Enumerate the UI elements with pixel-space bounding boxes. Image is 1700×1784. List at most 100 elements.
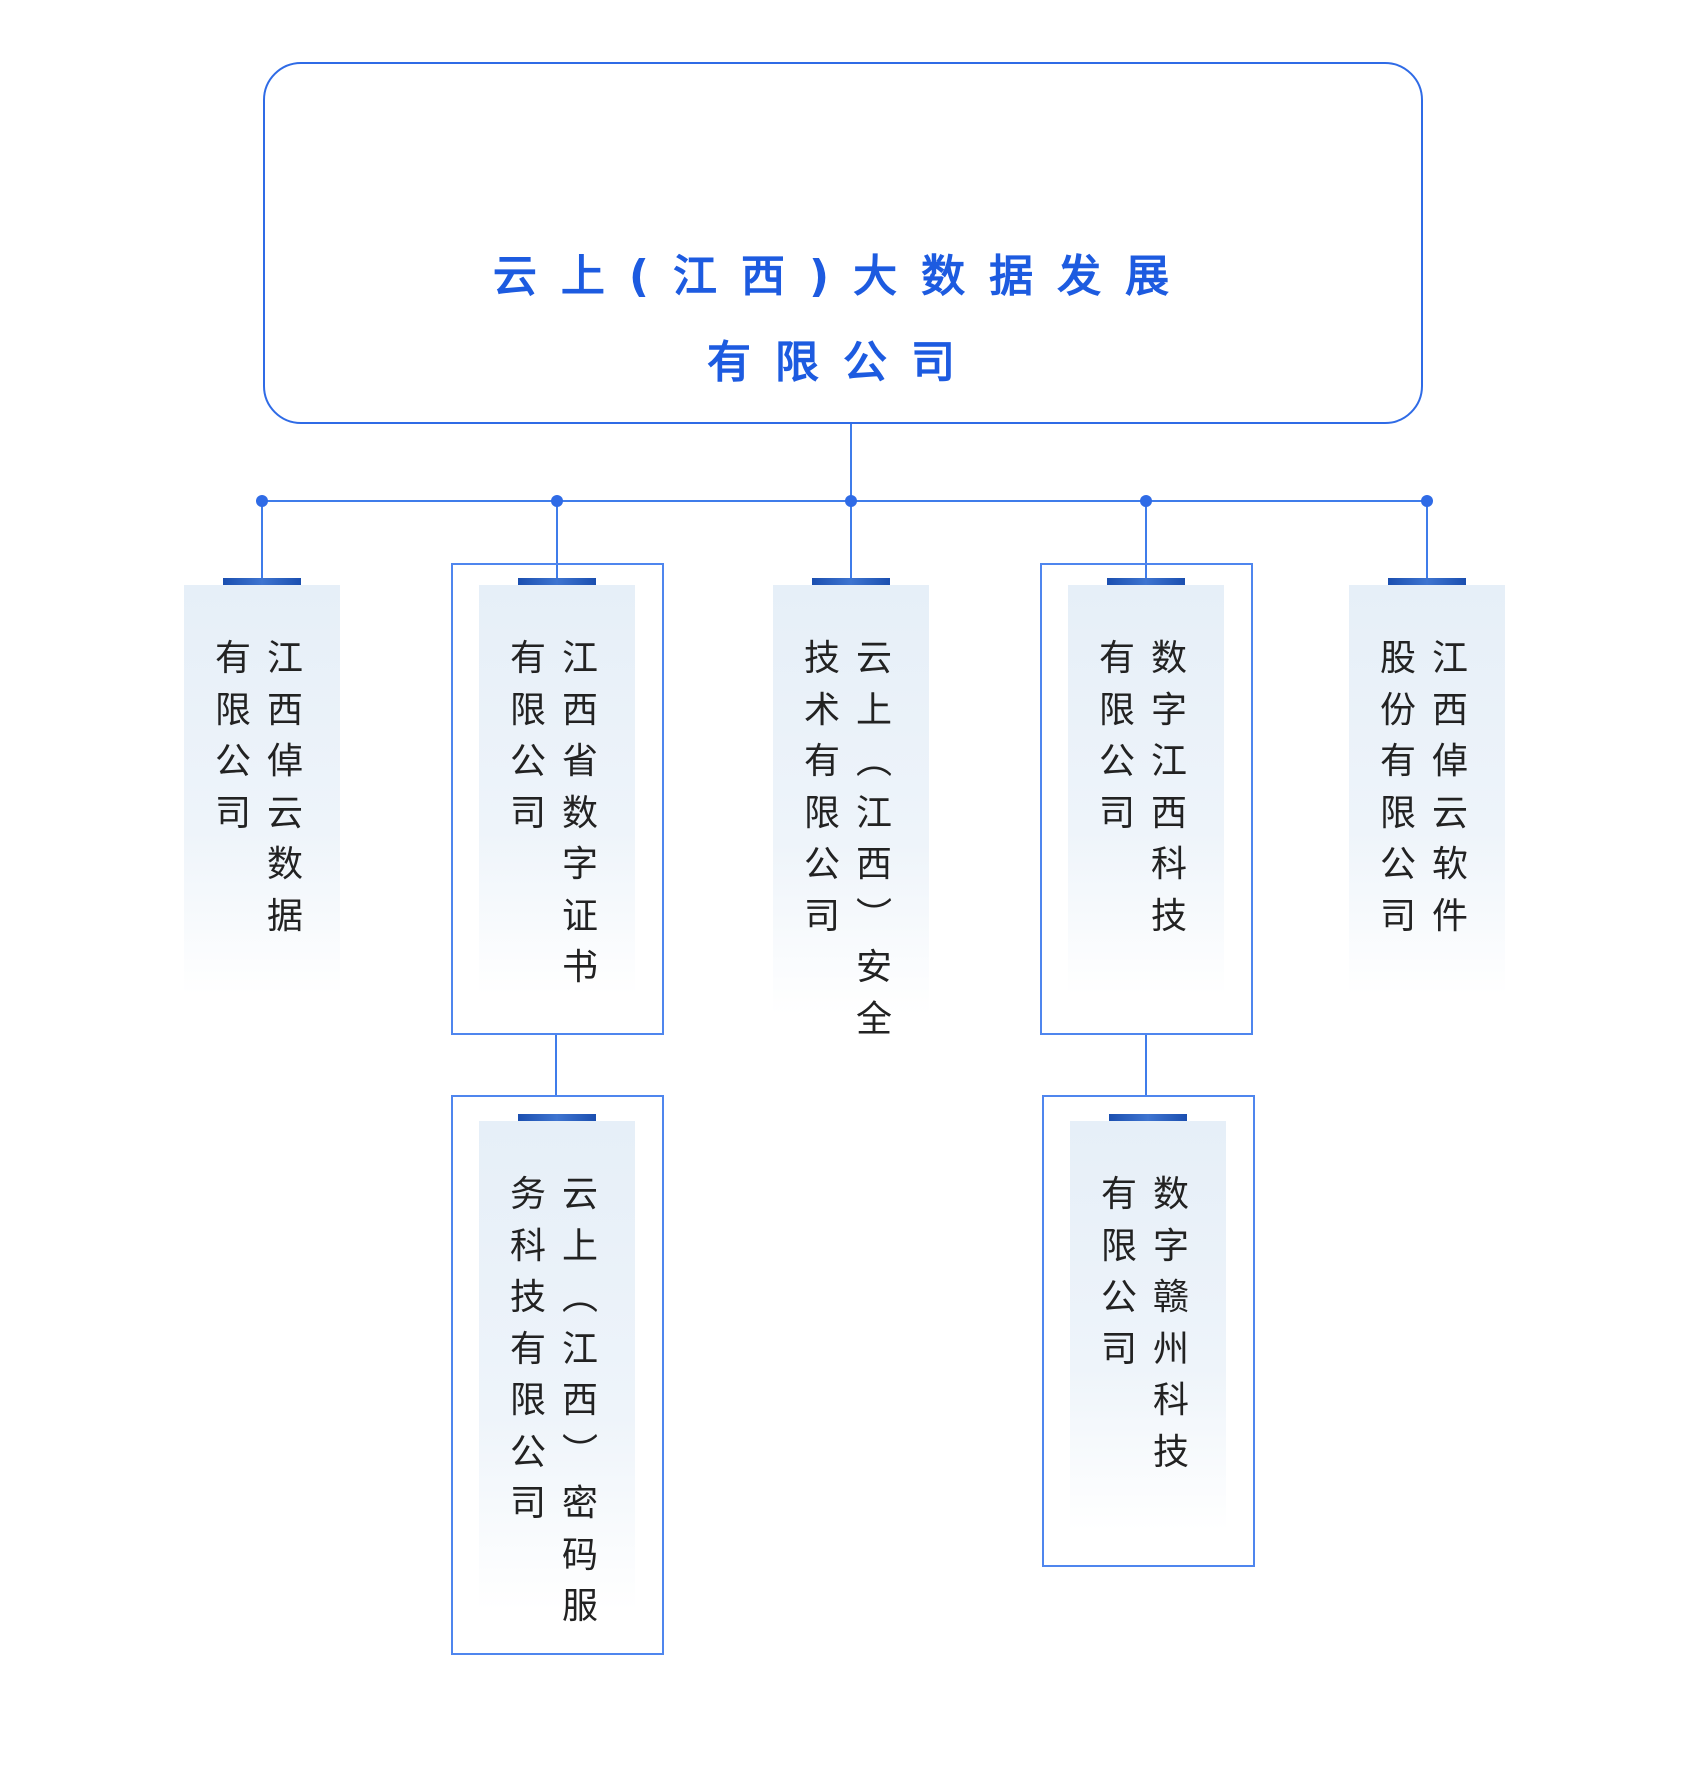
frame-n2: [451, 563, 664, 1035]
node-card-n1: 江西倬云数据 有限公司: [184, 578, 340, 995]
node-char: 有: [1098, 638, 1135, 679]
node-char: 密: [561, 1483, 598, 1524]
root-node: 云上(江西)大数据发展 有限公司: [263, 62, 1423, 424]
node-char: 云: [266, 792, 303, 834]
node-char: 公: [509, 1431, 546, 1473]
node-text-col1: 江西省数字证书: [557, 633, 603, 994]
node-char: 限: [214, 689, 251, 731]
card-accent-bar: [518, 1114, 596, 1121]
node-char: 公: [803, 844, 840, 885]
frame-n4: [1040, 563, 1253, 1035]
node-char: 字: [561, 844, 598, 885]
node-char: 江: [561, 1328, 598, 1370]
node-char: 件: [1431, 895, 1468, 937]
node-text-col2: 务科技有限公司: [505, 1169, 551, 1530]
node-char: 西: [1431, 689, 1468, 731]
node-char: 书: [561, 947, 598, 988]
node-char: 证: [561, 895, 598, 937]
node-text-col1: 江西倬云软件: [1427, 633, 1473, 942]
node-text-col2: 技术有限公司: [799, 633, 845, 942]
node-char: 倬: [1431, 741, 1468, 782]
node-char: 技: [803, 638, 840, 679]
card-accent-bar: [223, 578, 301, 585]
node-text-col2: 有限公司: [505, 633, 551, 839]
frame-n6: [451, 1095, 664, 1655]
junction-dot: [1421, 495, 1433, 507]
node-text-col1: 江西倬云数据: [262, 633, 308, 942]
node-char: 江: [1150, 741, 1187, 782]
node-char: 限: [803, 792, 840, 834]
node-char: 云: [855, 638, 892, 679]
node-char: 江: [855, 792, 892, 834]
node-char: 数: [1152, 1174, 1189, 1215]
node-card-n7: 数字赣州科技 有限公司: [1070, 1114, 1226, 1531]
card-accent-bar: [1107, 578, 1185, 585]
node-text-col2: 有限公司: [1094, 633, 1140, 839]
node-char: 软: [1431, 844, 1468, 885]
node-char: 务: [509, 1174, 546, 1215]
node-char: 安: [855, 947, 892, 988]
node-char: 公: [1379, 844, 1416, 885]
node-text-col1: 数字江西科技: [1146, 633, 1192, 942]
node-char: 公: [1100, 1277, 1137, 1318]
node-char: 公: [214, 741, 251, 782]
node-char: 字: [1150, 689, 1187, 731]
node-char: 限: [509, 689, 546, 731]
node-card-n3: 云上︵江西︶安全 技术有限公司: [773, 578, 929, 1040]
node-char: 全: [855, 998, 892, 1040]
node-text-col1: 云上︵江西︶密码服: [557, 1169, 603, 1633]
node-char: 码: [561, 1534, 598, 1576]
node-char: 州: [1152, 1328, 1189, 1370]
card-accent-bar: [518, 578, 596, 585]
node-char: 有: [509, 638, 546, 679]
node-char: 科: [509, 1225, 546, 1267]
node-char: 限: [1100, 1225, 1137, 1267]
node-card-n4: 数字江西科技 有限公司: [1068, 578, 1224, 995]
node-text-col1: 数字赣州科技: [1148, 1169, 1194, 1478]
node-text-col1: 云上︵江西︶安全: [851, 633, 897, 1045]
node-char: 省: [561, 741, 598, 782]
card-accent-bar: [1109, 1114, 1187, 1121]
node-char: 西: [855, 844, 892, 885]
node-char: 司: [509, 792, 546, 834]
node-char: 技: [1152, 1431, 1189, 1473]
junction-dot: [845, 495, 857, 507]
node-char: 公: [1098, 741, 1135, 782]
node-char: 西: [266, 689, 303, 731]
node-char: 有: [1100, 1174, 1137, 1215]
node-char: 限: [1379, 792, 1416, 834]
node-char: 上: [561, 1225, 598, 1267]
node-char: 司: [1098, 792, 1135, 834]
node-card-n2: 江西省数字证书 有限公司: [479, 578, 635, 995]
node-char: 倬: [266, 741, 303, 782]
node-char: 有: [803, 741, 840, 782]
node-char: 云: [1431, 792, 1468, 834]
root-title-line2: 有限公司: [707, 337, 979, 388]
node-text-col2: 有限公司: [1096, 1169, 1142, 1375]
node-char: 科: [1152, 1380, 1189, 1421]
node-char: 数: [561, 792, 598, 834]
node-char: 服: [561, 1586, 598, 1627]
node-char: 有: [214, 638, 251, 679]
node-char: 江: [561, 638, 598, 679]
node-char: 科: [1150, 844, 1187, 885]
node-char: 司: [1379, 895, 1416, 937]
node-text-col2: 有限公司: [210, 633, 256, 839]
node-char: 数: [1150, 638, 1187, 679]
node-char: 司: [803, 895, 840, 937]
node-char: ︶: [855, 895, 892, 937]
card-accent-bar: [812, 578, 890, 585]
node-char: 赣: [1152, 1277, 1189, 1318]
node-card-n5: 江西倬云软件 股份有限公司: [1349, 578, 1505, 995]
node-char: 公: [509, 741, 546, 782]
node-char: 云: [561, 1174, 598, 1215]
node-char: 限: [509, 1380, 546, 1421]
node-char: 据: [266, 895, 303, 937]
node-char: 数: [266, 844, 303, 885]
node-char: 有: [1379, 741, 1416, 782]
node-char: 司: [509, 1483, 546, 1524]
node-char: 限: [1098, 689, 1135, 731]
node-char: 江: [266, 638, 303, 679]
frame-n7: [1042, 1095, 1255, 1567]
